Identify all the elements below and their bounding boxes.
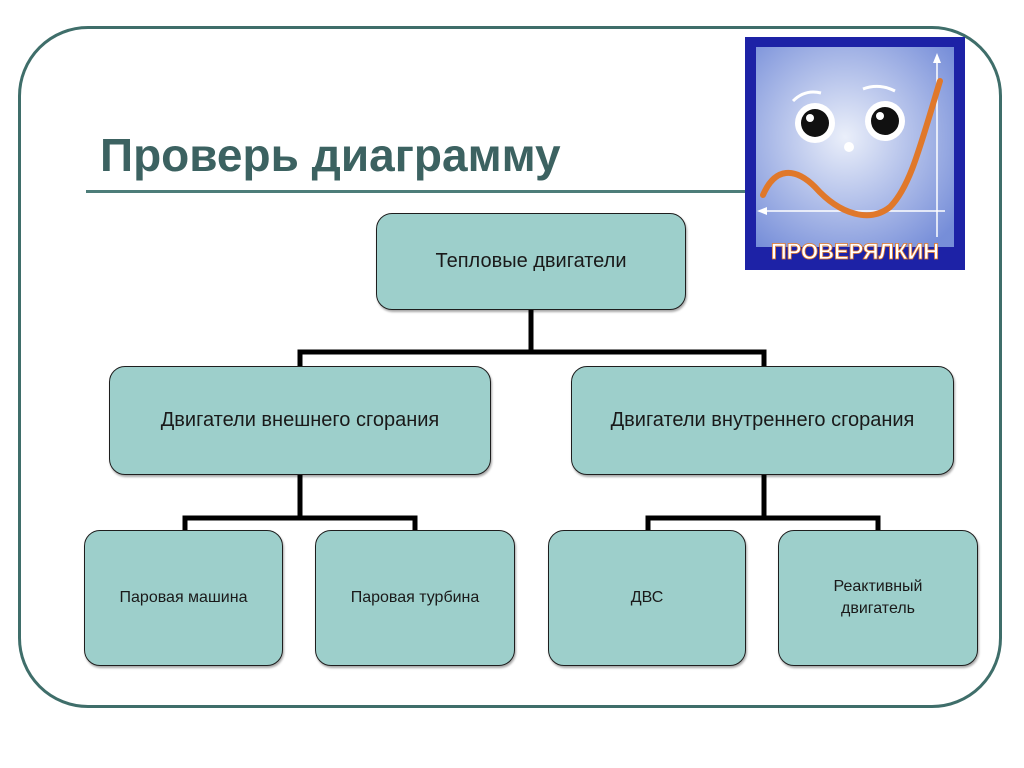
title-underline: [86, 190, 746, 193]
node-external-combustion-label: Двигатели внешнего сгорания: [160, 409, 440, 431]
node-jet-engine-label: Реактивный двигатель: [833, 578, 923, 617]
node-steam-engine-label: Паровая машина: [119, 589, 248, 606]
node-ice-label: ДВС: [630, 589, 664, 606]
slide-title: Проверь диаграмму: [100, 129, 561, 181]
node-root: Тепловые двигатели: [376, 213, 686, 310]
smiley-graph-logo-icon: ПРОВЕРЯЛКИН: [745, 37, 965, 270]
node-internal-combustion-label: Двигатели внутреннего сгорания: [610, 409, 915, 431]
node-ice: ДВС: [548, 530, 746, 666]
node-steam-turbine-label: Паровая турбина: [350, 589, 480, 606]
node-internal-combustion: Двигатели внутреннего сгорания: [571, 366, 954, 475]
logo-text: ПРОВЕРЯЛКИН: [771, 239, 939, 264]
node-steam-engine: Паровая машина: [84, 530, 283, 666]
node-external-combustion: Двигатели внешнего сгорания: [109, 366, 491, 475]
node-jet-engine: Реактивный двигатель: [778, 530, 978, 666]
node-steam-turbine: Паровая турбина: [315, 530, 515, 666]
node-root-label: Тепловые двигатели: [435, 250, 627, 272]
slide-frame: [18, 26, 1002, 708]
proveryalkin-logo: ПРОВЕРЯЛКИН: [745, 37, 965, 270]
